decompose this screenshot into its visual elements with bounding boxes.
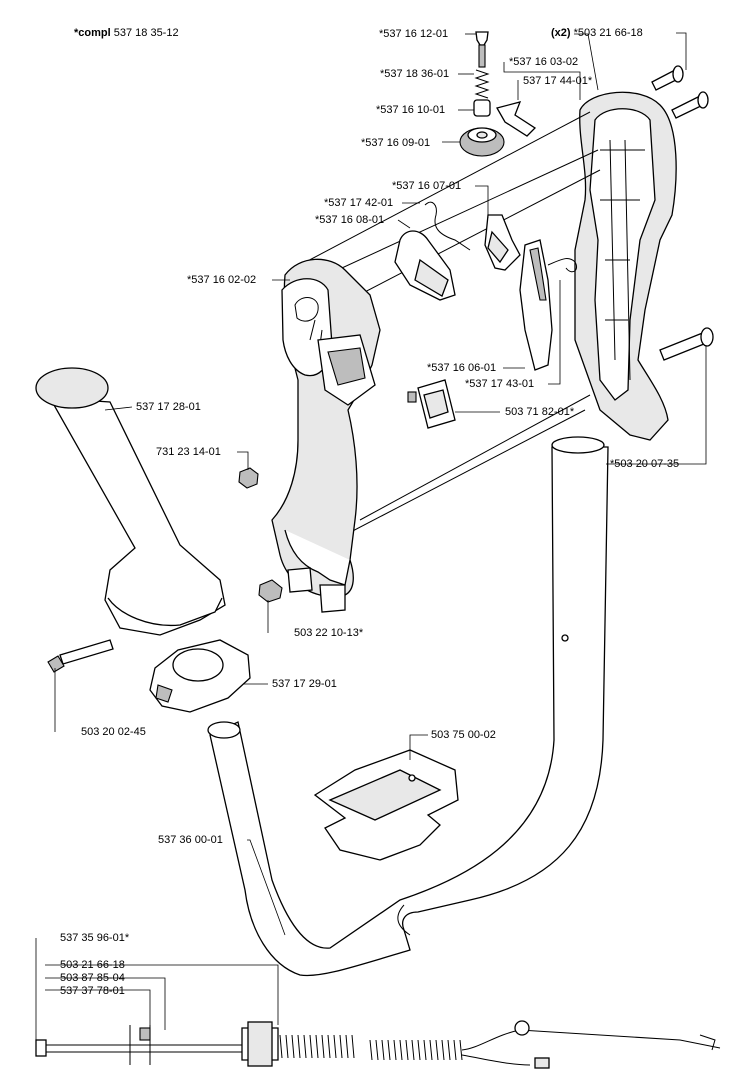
spring-wire: [424, 201, 471, 251]
switch: [407, 379, 456, 429]
housing-left: [271, 258, 381, 613]
label-cable-part-a: 503 87 85-04: [60, 972, 125, 984]
label-cable-screw: 503 21 66-18: [60, 959, 125, 971]
screw-left: [47, 639, 114, 673]
cable-assembly: [35, 1020, 721, 1069]
handle-frame: [299, 111, 601, 536]
nut-left: [238, 467, 259, 489]
pin: [475, 31, 489, 68]
label-clip: 537 17 44-01*: [523, 75, 593, 87]
bushing: [473, 99, 491, 117]
label-bracket: 537 17 29-01: [272, 678, 337, 690]
gear: [459, 127, 505, 157]
clip: [496, 101, 537, 137]
label-pin: *537 16 12-01: [379, 28, 449, 40]
label-spring: *537 18 36-01: [380, 68, 450, 80]
trigger-spring: [547, 258, 578, 273]
label-trigger-spring: *537 17 43-01: [465, 378, 535, 390]
label-screw-top: (x2) *503 21 66-18: [551, 27, 643, 39]
clamp: [313, 749, 459, 861]
label-screw-top-number: *503 21 66-18: [573, 27, 643, 39]
label-nut-left: 731 23 14-01: [156, 446, 221, 458]
bracket: [149, 639, 251, 713]
spring: [474, 69, 490, 99]
qty-note: (x2): [551, 27, 571, 39]
label-gear: *537 16 09-01: [361, 137, 431, 149]
assembly-title: *compl 537 18 35-12: [74, 27, 179, 39]
lock-lever: [394, 230, 456, 301]
housing-right: [574, 91, 677, 441]
leader-lines: [35, 32, 707, 1045]
loop-tube: [207, 436, 609, 977]
stop-lever: [484, 214, 521, 271]
label-switch: 503 71 82-01*: [505, 406, 575, 418]
label-nut-handle: 503 22 10-13*: [294, 627, 364, 639]
label-throttle-trigger: *537 16 06-01: [427, 362, 497, 374]
label-cable-part-b: 537 37 78-01: [60, 985, 125, 997]
label-screw-right: *503 20 07-35: [610, 458, 680, 470]
label-clamp: 503 75 00-02: [431, 729, 496, 741]
throttle-trigger: [519, 239, 553, 371]
label-spring-wire: *537 17 42-01: [324, 197, 394, 209]
nut-handle: [258, 579, 283, 603]
label-housing-left: *537 16 02-02: [187, 274, 257, 286]
label-housing-right: *537 16 03-02: [509, 56, 579, 68]
screw-top: [651, 65, 709, 119]
label-loop-tube: 537 36 00-01: [158, 834, 223, 846]
title-number: 537 18 35-12: [113, 27, 179, 39]
label-lock-lever: *537 16 08-01: [315, 214, 385, 226]
label-stop-lever: *537 16 07-01: [392, 180, 462, 192]
label-screw-left: 503 20 02-45: [81, 726, 146, 738]
label-grip: 537 17 28-01: [136, 401, 201, 413]
title-prefix: *compl: [74, 27, 111, 39]
label-bushing: *537 16 10-01: [376, 104, 446, 116]
label-cable-kit: 537 35 96-01*: [60, 932, 130, 944]
screw-right: [659, 327, 714, 361]
grip: [35, 367, 226, 636]
